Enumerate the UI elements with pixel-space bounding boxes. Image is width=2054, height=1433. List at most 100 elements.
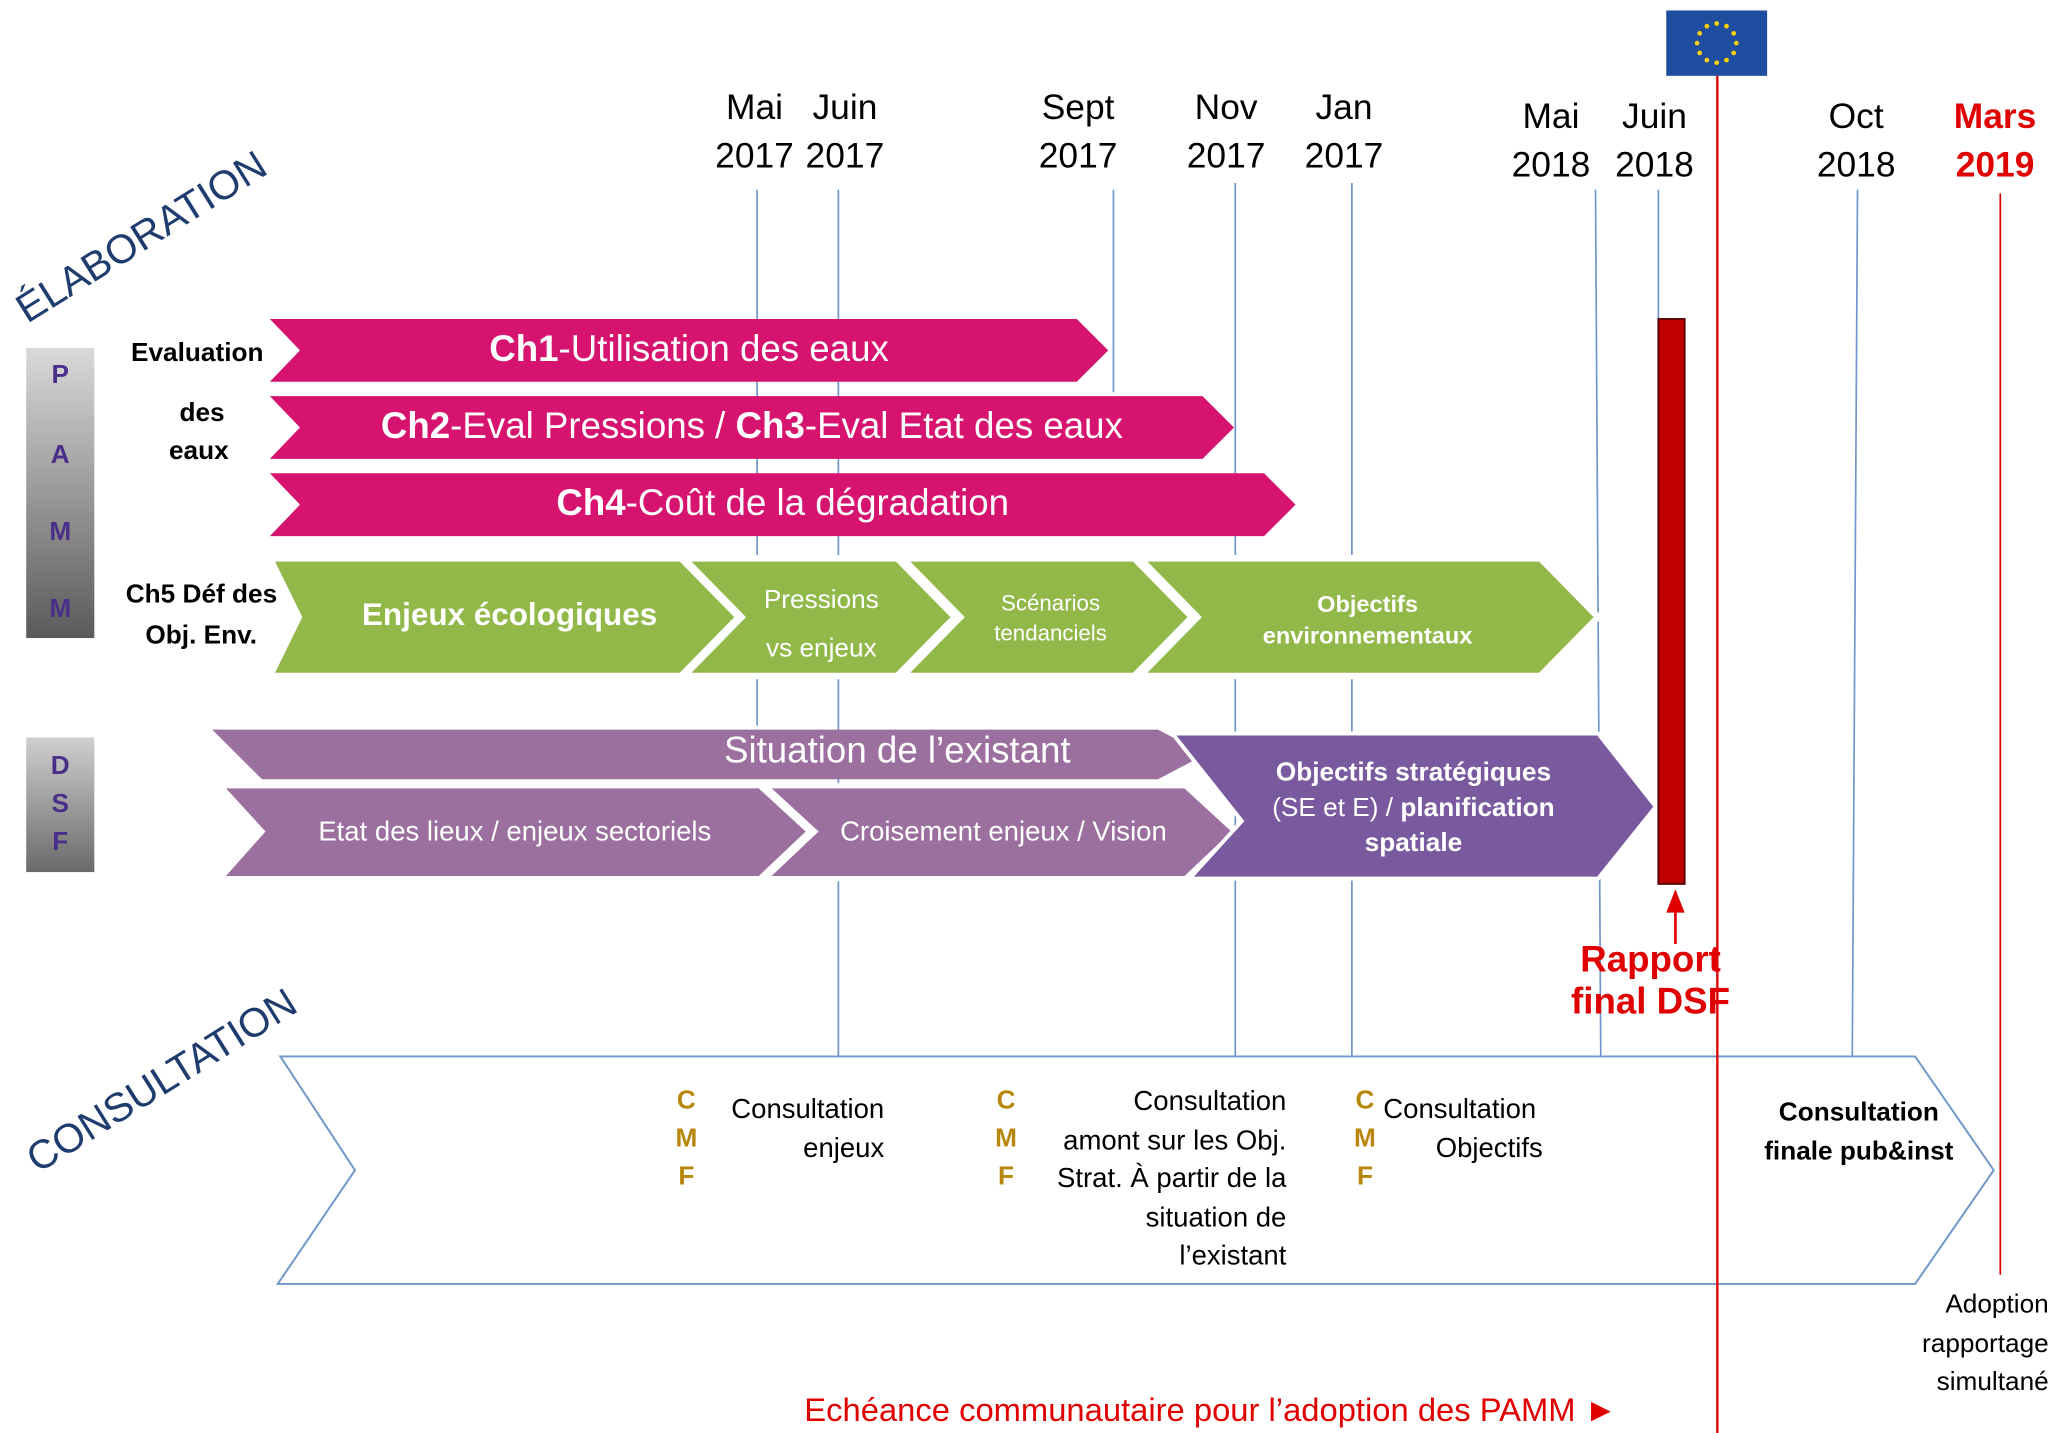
ch5-label-line2: Obj. Env. <box>145 621 258 650</box>
ch5-label-line1: Ch5 Déf des <box>125 580 278 610</box>
consultation-amont: Consultation amont sur les Obj. Strat. À… <box>1024 1083 1286 1276</box>
cmf-letter: C <box>676 1086 696 1116</box>
pressions-label: Pressions vs enjeux <box>727 577 916 674</box>
cmf-marker-1: C M F <box>671 1083 702 1197</box>
eu-star <box>1714 60 1720 66</box>
date-nov-2017: Nov 2017 <box>1167 84 1285 181</box>
chevron-scenarios <box>894 555 1197 680</box>
eu-star <box>1714 21 1720 26</box>
eu-star <box>1733 40 1739 46</box>
eu-star <box>1697 30 1703 36</box>
date-year: 2018 <box>1816 145 1896 185</box>
pamm-letter: P <box>51 360 69 390</box>
cmf-letter: M <box>675 1124 698 1154</box>
croisement-arrow <box>758 783 1240 882</box>
cmf-marker-3: C M F <box>1349 1083 1380 1197</box>
date-month: Jan <box>1315 87 1373 127</box>
pressions-line1: Pressions <box>763 585 879 615</box>
rapport-bar <box>1657 318 1686 885</box>
date-mars-2019: Mars 2019 <box>1936 93 2054 190</box>
cmf-letter: M <box>995 1124 1017 1154</box>
ch1-text: -Utilisation des eaux <box>558 328 889 369</box>
objectifs-strat-line2a: (SE et E) / <box>1272 793 1401 823</box>
consultation-amont-line4: situation de <box>1145 1202 1287 1233</box>
cmf-letter: F <box>1356 1162 1373 1192</box>
date-oct-2018: Oct 2018 <box>1797 93 1915 190</box>
eu-star <box>1697 50 1703 56</box>
dsf-letter: D <box>50 751 70 781</box>
ch2-arrow <box>269 396 1234 459</box>
date-month: Juin <box>1622 96 1687 136</box>
adoption-line2: rapportage <box>1922 1329 2049 1358</box>
ch4-prefix: Ch4 <box>556 482 626 523</box>
date-year: 2017 <box>1186 135 1266 176</box>
consultation-objectifs-line1: Consultation <box>1383 1094 1537 1125</box>
rapport-line1: Rapport <box>1580 938 1721 980</box>
dsf-letter: S <box>51 789 69 819</box>
pamm-bar <box>26 347 95 639</box>
consultation-amont-line3: Strat. À partir de la <box>1057 1163 1287 1194</box>
situation-label: Situation de l’existant <box>723 729 1071 771</box>
scenarios-line1: Scénarios <box>1001 590 1101 616</box>
objectifs-env-line2: environnementaux <box>1262 622 1473 649</box>
ch2-text: -Eval Pressions / <box>450 405 736 446</box>
chevron-pressions <box>676 555 960 680</box>
cmf-letter: F <box>998 1162 1015 1192</box>
cmf-letter: C <box>1355 1086 1375 1116</box>
adoption-line3: simultané <box>1936 1367 2049 1397</box>
date-sept-2017: Sept 2017 <box>1019 84 1137 181</box>
objectifs-env-label: Objectifs environnementaux <box>1192 588 1543 651</box>
pamm-letter: A <box>50 440 70 470</box>
cmf-letter: C <box>996 1086 1016 1116</box>
echeance-note: Echéance communautaire pour l’adoption d… <box>804 1392 1618 1430</box>
scenarios-line2: tendanciels <box>994 621 1107 646</box>
date-year: 2017 <box>1038 135 1118 176</box>
consultation-finale: Consultation finale pub&inst <box>1750 1094 1967 1171</box>
date-month: Mai <box>1522 96 1580 136</box>
consultation-amont-line2: amont sur les Obj. <box>1063 1125 1287 1156</box>
date-mai-2018: Mai 2018 <box>1492 93 1610 190</box>
rapport-line2: final DSF <box>1571 980 1731 1022</box>
date-month: Oct <box>1828 96 1884 136</box>
pamm-letter: M <box>49 594 72 624</box>
cmf-marker-2: C M F <box>990 1083 1021 1197</box>
consultation-finale-line2: finale pub&inst <box>1764 1136 1954 1166</box>
adoption-note: Adoption rapportage simultané <box>1871 1287 2049 1403</box>
ch3-prefix: Ch3 <box>735 405 805 446</box>
date-mai-2017: Mai 2017 <box>696 84 814 181</box>
objectifs-strat-line2: (SE et E) / planification <box>1242 791 1585 826</box>
adoption-line1: Adoption <box>1945 1290 2049 1320</box>
cmf-letter: M <box>1354 1124 1376 1154</box>
consultation-arrow <box>275 1055 1995 1285</box>
enjeux-ecologiques-label: Enjeux écologiques <box>361 597 658 633</box>
date-month: Mars <box>1953 96 2037 136</box>
objectifs-env-line1: Objectifs <box>1317 590 1419 618</box>
pamm-letter: M <box>49 517 72 547</box>
chevron-objectifs <box>1131 555 1603 680</box>
dsf-bar <box>26 737 95 873</box>
ch2-label: Ch2-Eval Pressions / Ch3-Eval Etat des e… <box>270 405 1234 447</box>
ch1-label: Ch1-Utilisation des eaux <box>270 328 1108 370</box>
consultation-objectifs: Consultation Objectifs <box>1383 1090 1559 1167</box>
ch1-prefix: Ch1 <box>489 328 559 369</box>
eu-star <box>1694 40 1700 46</box>
date-year: 2018 <box>1511 145 1591 185</box>
eval-label-line2: des <box>179 398 225 428</box>
objectifs-strat-label: Objectifs stratégiques (SE et E) / plani… <box>1242 756 1585 862</box>
eu-star <box>1724 57 1729 63</box>
ch4-arrow <box>269 473 1296 537</box>
eu-star <box>1704 57 1710 63</box>
objectifs-strat-arrow <box>1168 731 1659 881</box>
consultation-enjeux-line2: enjeux <box>803 1132 885 1164</box>
date-year: 2017 <box>715 135 794 176</box>
rapport-arrow <box>1666 889 1685 945</box>
eu-star <box>1731 30 1737 36</box>
date-month: Juin <box>812 87 878 127</box>
eu-flag-icon <box>1666 10 1768 76</box>
croisement-label: Croisement enjeux / Vision <box>840 817 1167 848</box>
date-year: 2017 <box>805 135 885 176</box>
consultation-enjeux-line1: Consultation <box>731 1094 885 1125</box>
consultation-finale-line1: Consultation <box>1778 1098 1939 1128</box>
